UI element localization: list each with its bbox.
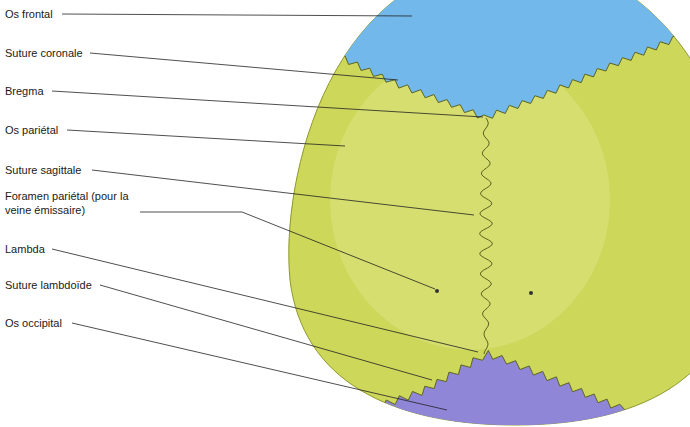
leader-lines — [52, 14, 483, 410]
parietal-foramen — [529, 291, 533, 295]
leader-line — [100, 285, 432, 380]
leader-line — [62, 14, 412, 16]
leader-line — [72, 323, 447, 410]
part-label: Bregma — [5, 84, 44, 98]
leader-line — [52, 249, 478, 352]
part-label: Foramen pariétal (pour la veine émissair… — [5, 189, 140, 217]
part-label: Suture coronale — [5, 46, 83, 60]
leader-line — [140, 212, 242, 213]
part-label: Lambda — [5, 242, 45, 256]
leader-line — [90, 53, 398, 80]
part-label: Suture sagittale — [5, 163, 81, 177]
part-label: Os pariétal — [5, 123, 58, 137]
frontal-bone — [280, 0, 690, 118]
part-label: Suture lambdoïde — [5, 278, 92, 292]
leader-line — [242, 212, 435, 289]
leader-line — [67, 130, 345, 146]
part-label: Os frontal — [5, 7, 53, 21]
part-label: Os occipital — [5, 316, 62, 330]
suture-line — [355, 350, 625, 415]
suture-line — [300, 36, 680, 118]
leader-line — [92, 170, 474, 215]
suture-line — [480, 118, 493, 354]
leader-line — [52, 91, 483, 117]
parietal-foramen — [435, 289, 439, 293]
